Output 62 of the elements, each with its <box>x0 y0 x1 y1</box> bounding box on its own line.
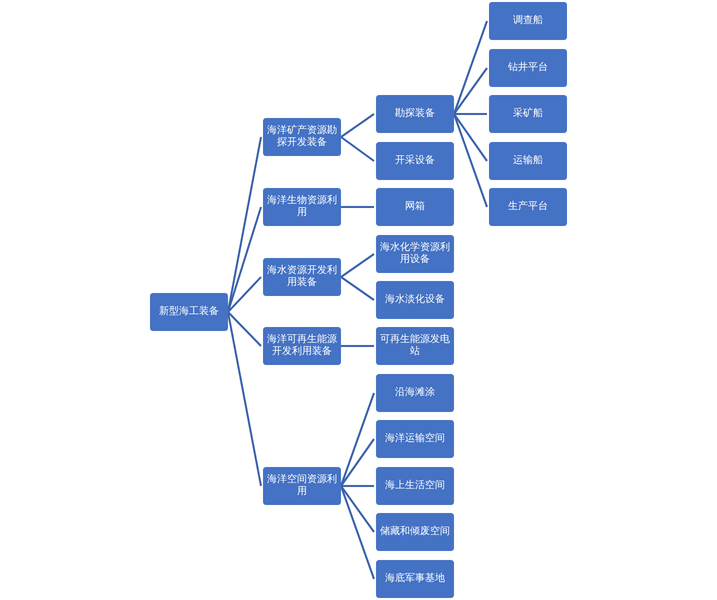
node-label: 储藏和倾废空间 <box>380 526 450 538</box>
node-label: 海洋可再生能源开发利用装备 <box>266 334 338 358</box>
connector-line <box>227 311 262 347</box>
tree-node-box <box>376 560 454 598</box>
node-label: 海洋矿产资源勘探开发装备 <box>266 124 338 150</box>
tree-node-box <box>376 281 454 319</box>
tree-node-box <box>489 95 567 133</box>
connector-line <box>453 113 488 162</box>
node-label: 海水化学资源利用设备 <box>379 242 451 266</box>
node-label: 海水淡化设备 <box>385 294 445 306</box>
node-label: 海上生活空间 <box>385 480 445 492</box>
connector-line <box>340 276 375 301</box>
tree-node-box <box>489 49 567 87</box>
connector-line <box>340 485 375 533</box>
node-label: 勘探装备 <box>395 108 435 120</box>
connector-line <box>341 206 374 208</box>
node-label: 生产平台 <box>508 200 548 214</box>
tree-node-box <box>263 258 341 296</box>
connector-line <box>341 345 374 347</box>
node-label: 沿海滩涂 <box>395 386 435 400</box>
tree-node-box <box>376 95 454 133</box>
tree-node-box <box>376 235 454 273</box>
tree-node-box <box>263 118 341 156</box>
connector-line <box>454 113 487 115</box>
connector-line <box>340 136 375 162</box>
node-label: 海洋生物资源利用 <box>266 194 338 220</box>
tree-node-box <box>376 188 454 226</box>
node-label: 可再生能源发电站 <box>379 334 451 358</box>
node-label: 海水资源开发利用装备 <box>266 264 338 290</box>
node-label: 海底军事基地 <box>385 572 445 586</box>
connector-line <box>227 276 262 313</box>
node-label: 运输船 <box>513 154 543 168</box>
tree-node-box <box>263 188 341 226</box>
tree-node-box <box>376 467 454 505</box>
tree-node-box <box>376 513 454 551</box>
tree-node-box <box>376 420 454 458</box>
node-label: 海洋运输空间 <box>385 432 445 446</box>
connector-line <box>340 253 375 278</box>
tree-node-box <box>376 142 454 180</box>
tree-node-box <box>263 467 341 505</box>
connector-line <box>227 312 262 486</box>
tree-node-box <box>376 374 454 412</box>
node-label: 开采设备 <box>395 154 435 168</box>
tree-node-box <box>263 327 341 365</box>
connector-line <box>340 113 375 138</box>
tree-node-box <box>489 188 567 226</box>
connector-line <box>453 20 488 114</box>
node-label: 钻井平台 <box>508 62 548 74</box>
tree-node-box <box>376 327 454 365</box>
tree-node-box <box>489 142 567 180</box>
connector-line <box>453 67 488 115</box>
connector-line <box>453 114 488 208</box>
connector-line <box>341 485 374 487</box>
tree-node-box <box>489 2 567 40</box>
node-label: 调查船 <box>513 14 543 28</box>
node-label: 海洋空间资源利用 <box>266 474 338 498</box>
node-label: 网箱 <box>405 200 425 214</box>
tree-node-box <box>150 293 228 331</box>
node-label: 新型海工装备 <box>159 306 219 318</box>
connector-line <box>340 392 375 486</box>
connector-line <box>340 438 375 487</box>
node-label: 采矿船 <box>513 108 543 120</box>
